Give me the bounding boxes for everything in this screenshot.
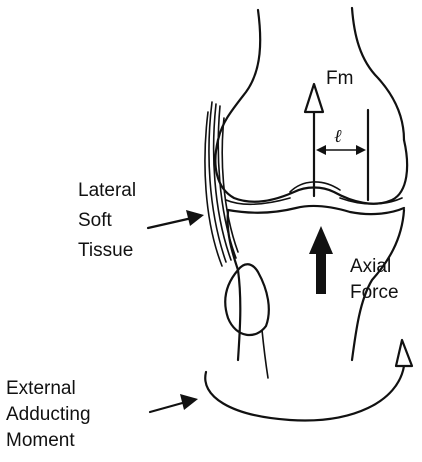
lever-arrow-right [356, 145, 366, 155]
fibula-shaft [262, 330, 268, 378]
moment-pointer-head [180, 394, 198, 410]
lever-arm-label: ℓ [334, 126, 342, 147]
lateral-label-line-2: Soft [78, 210, 113, 231]
fibula [225, 264, 269, 335]
lateral-pointer-line [148, 218, 192, 228]
moment-label-line-3: Moment [6, 430, 75, 451]
adducting-moment-arc [205, 366, 404, 420]
lateral-ligament-strand [222, 118, 238, 252]
axial-label-line-2: Force [350, 282, 399, 303]
axial-label-line-1: Axial [350, 256, 391, 277]
axial-force-shaft [316, 252, 326, 294]
femur-shaft-right [352, 8, 404, 140]
femoral-condyles [215, 140, 407, 204]
tibia-left-edge [228, 212, 241, 360]
moment-label-line-2: Adducting [6, 404, 91, 425]
adducting-moment-arrowhead [396, 340, 412, 366]
lateral-pointer-head [186, 210, 204, 226]
moment-pointer-line [150, 402, 186, 412]
fm-arrowhead [305, 84, 323, 112]
lateral-label-line-1: Lateral [78, 180, 136, 201]
moment-label-line-1: External [6, 378, 76, 399]
axial-force-arrowhead [309, 226, 333, 254]
lateral-label-line-3: Tissue [78, 240, 133, 261]
lever-arrow-left [316, 145, 326, 155]
tibial-plateau [228, 206, 404, 214]
fm-label: Fm [326, 68, 353, 89]
